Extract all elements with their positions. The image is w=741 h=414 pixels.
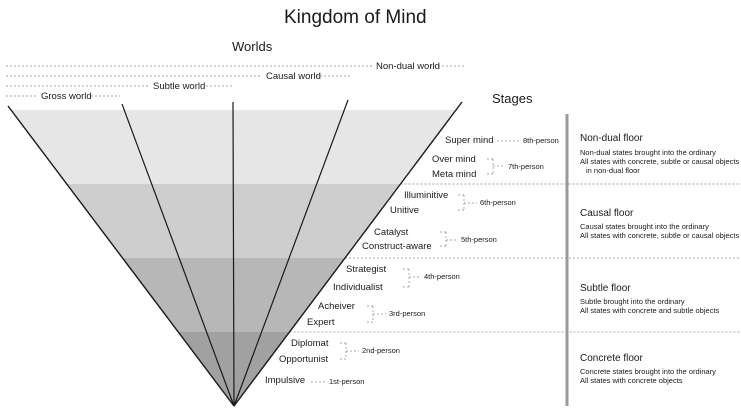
stage-label-acheiver: Acheiver (318, 301, 355, 312)
floor-desc-subtle-2: All states with concrete and subtle obje… (580, 306, 720, 315)
stage-label-individualist: Individualist (333, 282, 383, 293)
cone-divider-gross-subtle (121, 103, 235, 407)
stage-label-unitive: Unitive (390, 205, 420, 216)
stage-label-catalyst: Catalyst (374, 227, 409, 238)
floor-desc-non-dual-3: in non-dual floor (586, 166, 640, 175)
worlds-heading: Worlds (232, 39, 273, 54)
cone-left-edge (7, 105, 235, 407)
world-label-gross: Gross world (41, 91, 92, 102)
stages-heading: Stages (492, 91, 533, 106)
stage-label-strategist: Strategist (346, 264, 387, 275)
stage-label-impulsive: Impulsive (265, 375, 306, 386)
cone-divider-causal-nondual (233, 99, 349, 407)
person-label-5th: 5th-person (461, 235, 497, 244)
world-label-non-dual: Non-dual world (376, 61, 440, 72)
floor-desc-concrete-1: Concrete states brought into the ordinar… (580, 367, 716, 376)
stage-label-super-mind: Super mind (445, 135, 494, 146)
floor-desc-non-dual-2: All states with concrete, subtle or caus… (580, 157, 740, 166)
cone-right-edge (233, 101, 463, 407)
stage-label-over-mind: Over mind (432, 154, 476, 165)
stage-label-diplomat: Diplomat (291, 338, 329, 349)
stage-label-expert: Expert (307, 317, 335, 328)
stage-label-illuminitive: Illuminitive (404, 190, 449, 201)
floor-title-subtle: Subtle floor (580, 283, 631, 294)
person-label-1st: 1st-person (329, 377, 365, 386)
person-label-3rd: 3rd-person (389, 309, 426, 318)
floor-desc-non-dual-1: Non-dual states brought into the ordinar… (580, 148, 716, 157)
floor-desc-causal-1: Causal states brought into the ordinary (580, 222, 709, 231)
cone-divider-subtle-causal (232, 101, 235, 407)
person-label-4th: 4th-person (424, 272, 460, 281)
floor-title-non-dual: Non-dual floor (580, 133, 643, 144)
floor-desc-subtle-1: Subtle brought into the ordinary (580, 297, 685, 306)
person-label-8th: 8th-person (523, 136, 559, 145)
person-label-6th: 6th-person (480, 198, 516, 207)
stage-label-opportunist: Opportunist (279, 354, 329, 365)
world-label-subtle: Subtle world (153, 81, 206, 92)
person-label-7th: 7th-person (508, 162, 544, 171)
floor-desc-causal-2: All states with concrete, subtle or caus… (580, 231, 740, 240)
stage-label-construct-aware: Construct-aware (362, 241, 432, 252)
diagram-title: Kingdom of Mind (284, 7, 427, 28)
floor-title-concrete: Concrete floor (580, 353, 643, 364)
person-label-2nd: 2nd-person (362, 346, 400, 355)
stage-label-meta-mind: Meta mind (432, 169, 477, 180)
floor-desc-concrete-2: All states with concrete objects (580, 376, 683, 385)
floor-title-causal: Causal floor (580, 208, 634, 219)
world-label-causal: Causal world (266, 71, 321, 82)
